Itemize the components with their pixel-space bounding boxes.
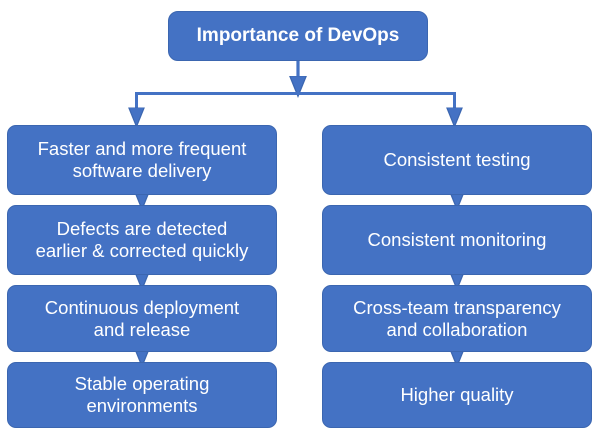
node-right-1-label: Consistent testing (383, 149, 531, 171)
node-right-2-label: Consistent monitoring (367, 229, 547, 251)
node-left-2-label: Defects are detected earlier & corrected… (35, 218, 249, 261)
node-right-4-label: Higher quality (400, 384, 514, 406)
node-right-3[interactable]: Cross-team transparency and collaboratio… (322, 285, 592, 352)
node-right-2[interactable]: Consistent monitoring (322, 205, 592, 275)
node-left-2[interactable]: Defects are detected earlier & corrected… (7, 205, 277, 275)
node-left-3[interactable]: Continuous deployment and release (7, 285, 277, 352)
node-title-importance-of-devops[interactable]: Importance of DevOps (168, 11, 428, 61)
node-right-3-label: Cross-team transparency and collaboratio… (353, 296, 561, 340)
node-left-3-label: Continuous deployment and release (44, 296, 240, 340)
node-right-4[interactable]: Higher quality (322, 362, 592, 428)
node-left-4-label: Stable operating environments (74, 373, 210, 416)
node-right-1[interactable]: Consistent testing (322, 125, 592, 195)
node-left-1-label: Faster and more frequent software delive… (37, 138, 247, 181)
node-left-1[interactable]: Faster and more frequent software delive… (7, 125, 277, 195)
node-title-label: Importance of DevOps (196, 24, 400, 46)
node-left-4[interactable]: Stable operating environments (7, 362, 277, 428)
